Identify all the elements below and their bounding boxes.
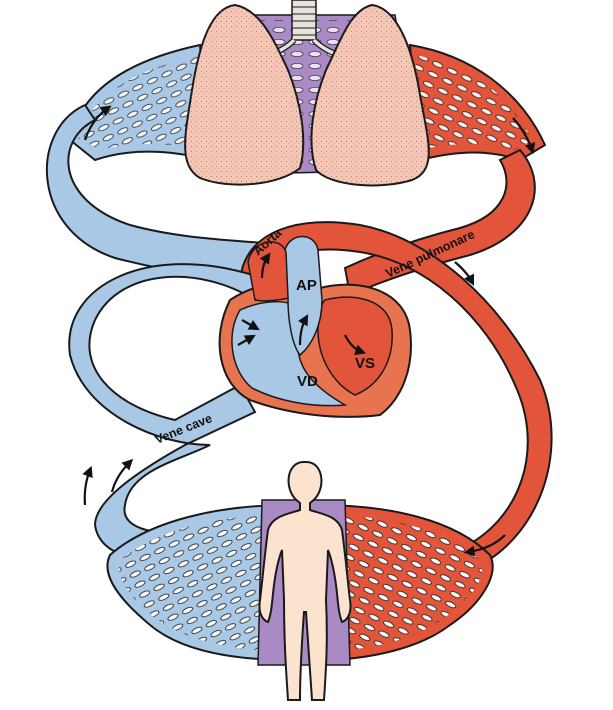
human-body-icon: [258, 461, 352, 701]
aorta-root: [247, 241, 289, 302]
pulmonary-artery-trunk: [284, 235, 323, 357]
heart-icon: [218, 235, 412, 418]
pulmonary-capillary-bed-left: [68, 43, 212, 162]
label-vs: VS: [355, 355, 375, 372]
systemic-capillary-bed-red: [317, 503, 494, 662]
lungs-icon: [184, 3, 430, 187]
pulmonary-capillary-bed-right: [408, 43, 547, 162]
systemic-capillary-bed-blue: [106, 503, 291, 662]
label-ap: AP: [296, 277, 317, 294]
label-vd: VD: [297, 373, 318, 390]
flow-arrow-icon: [82, 105, 536, 557]
